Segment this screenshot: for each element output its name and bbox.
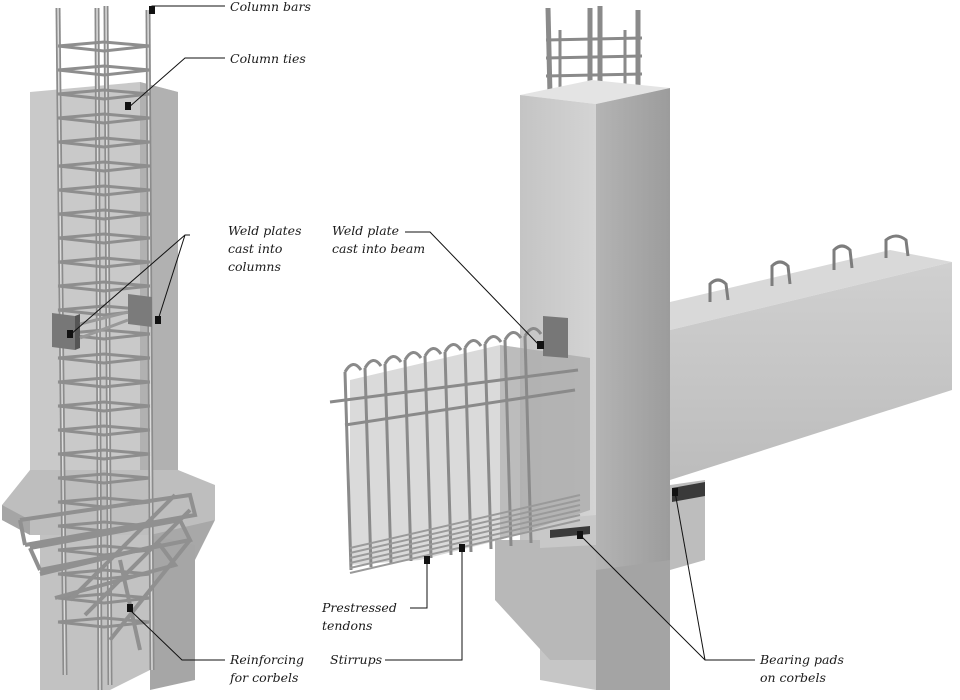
label-weld-plate-beam-2: cast into beam (332, 241, 425, 256)
tendon (349, 494, 581, 549)
stirrup (363, 367, 373, 568)
label-bearing-1: Bearing pads (759, 652, 844, 667)
weld-plate-side (128, 294, 152, 327)
tendon (349, 504, 581, 559)
leader-column-bars (151, 5, 225, 10)
column-tie (57, 256, 151, 269)
stirrup-hook (423, 347, 443, 357)
leader-prestressed (410, 560, 428, 609)
tendon (349, 509, 581, 564)
beam-stirrup-cage (329, 327, 581, 574)
leader-column-ties (127, 57, 225, 109)
stirrup-hook (463, 339, 483, 349)
stirrup (523, 335, 533, 544)
column-tie (57, 448, 151, 461)
label-weld-plates-3: columns (228, 259, 281, 274)
right-beam (670, 250, 952, 570)
column-tie (57, 352, 151, 365)
leader-bearing-2 (674, 491, 706, 661)
column-tie (57, 160, 151, 173)
beam-weld-plate (543, 316, 568, 358)
leader-lines (69, 5, 755, 661)
column-tie (57, 424, 151, 437)
label-weld-plates-1: Weld plates (228, 223, 302, 238)
leader-weld-plates (69, 234, 190, 336)
column-tie (57, 376, 151, 389)
labels: Column bars Column ties Weld plates cast… (228, 0, 844, 685)
column-tie (57, 88, 151, 101)
label-weld-plates-2: cast into (228, 241, 282, 256)
stirrup-hook (363, 359, 383, 369)
column-tie (57, 40, 151, 53)
stirrup-hook (503, 331, 523, 341)
stirrup-hook (403, 351, 423, 361)
label-reinforcing-1: Reinforcing (229, 652, 304, 667)
column-tie (57, 472, 151, 485)
column-tie (57, 136, 151, 149)
tendon (349, 499, 581, 554)
leader-reinforcing (129, 609, 225, 661)
weld-plate-front (52, 313, 75, 350)
stirrup-hook (483, 335, 503, 345)
stirrup (463, 347, 473, 553)
stirrup (383, 363, 393, 565)
tendon (349, 514, 581, 569)
top-bar (329, 368, 579, 404)
leader-tips (67, 6, 678, 612)
column-tie (57, 280, 151, 293)
label-bearing-2: on corbels (760, 670, 826, 685)
column-tie (57, 64, 151, 77)
left-corbel-reinforcing (18, 492, 198, 651)
column-tie (57, 112, 151, 125)
left-beam-corbel (495, 515, 596, 660)
label-prestressed-2: tendons (322, 618, 372, 633)
label-weld-plate-beam-1: Weld plate (332, 223, 399, 238)
label-column-ties: Column ties (230, 51, 306, 66)
stirrup-hook (523, 327, 543, 337)
column-tie (57, 208, 151, 221)
label-prestressed-1: Prestressed (321, 600, 397, 615)
left-weld-plates (52, 294, 152, 350)
leader-stirrups (385, 548, 463, 661)
column-tie (57, 400, 151, 413)
top-bar (344, 388, 576, 427)
right-beam-loops (708, 234, 910, 302)
leader-weld-beam (405, 231, 541, 347)
label-stirrups: Stirrups (330, 652, 382, 667)
column-tie (57, 184, 151, 197)
stirrup-hook (443, 343, 463, 353)
column-tie (57, 232, 151, 245)
stirrup (343, 371, 353, 571)
label-reinforcing-2: for corbels (229, 670, 298, 685)
stirrup-hook (343, 363, 363, 373)
label-column-bars: Column bars (230, 0, 311, 14)
stirrup-hook (383, 355, 403, 365)
